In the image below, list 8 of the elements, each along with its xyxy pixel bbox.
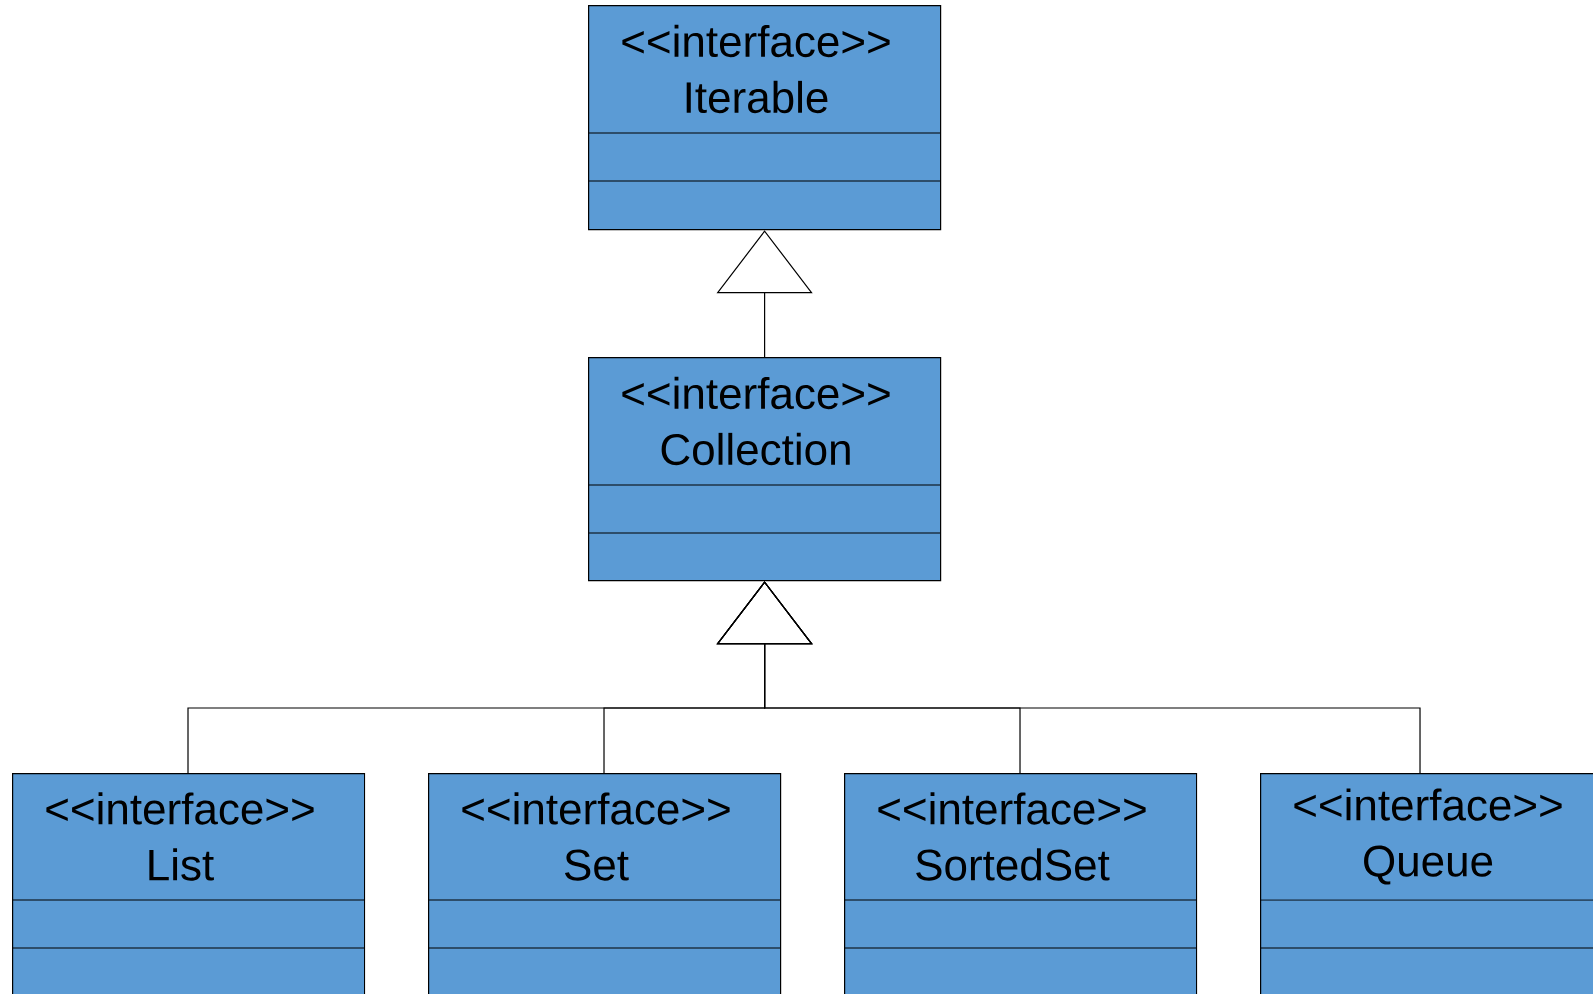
- class-box: <<interface>> Collection: [587, 357, 942, 582]
- class-box: <<interface>> Queue: [1259, 773, 1593, 994]
- class-box: <<interface>> List: [11, 773, 366, 994]
- inheritance-arrow: [716, 230, 813, 358]
- inheritance-arrow: [716, 581, 1421, 774]
- class-box: <<interface>> SortedSet: [843, 773, 1198, 994]
- class-box: <<interface>> Set: [427, 773, 782, 994]
- class-box: <<interface>> Iterable: [587, 5, 942, 231]
